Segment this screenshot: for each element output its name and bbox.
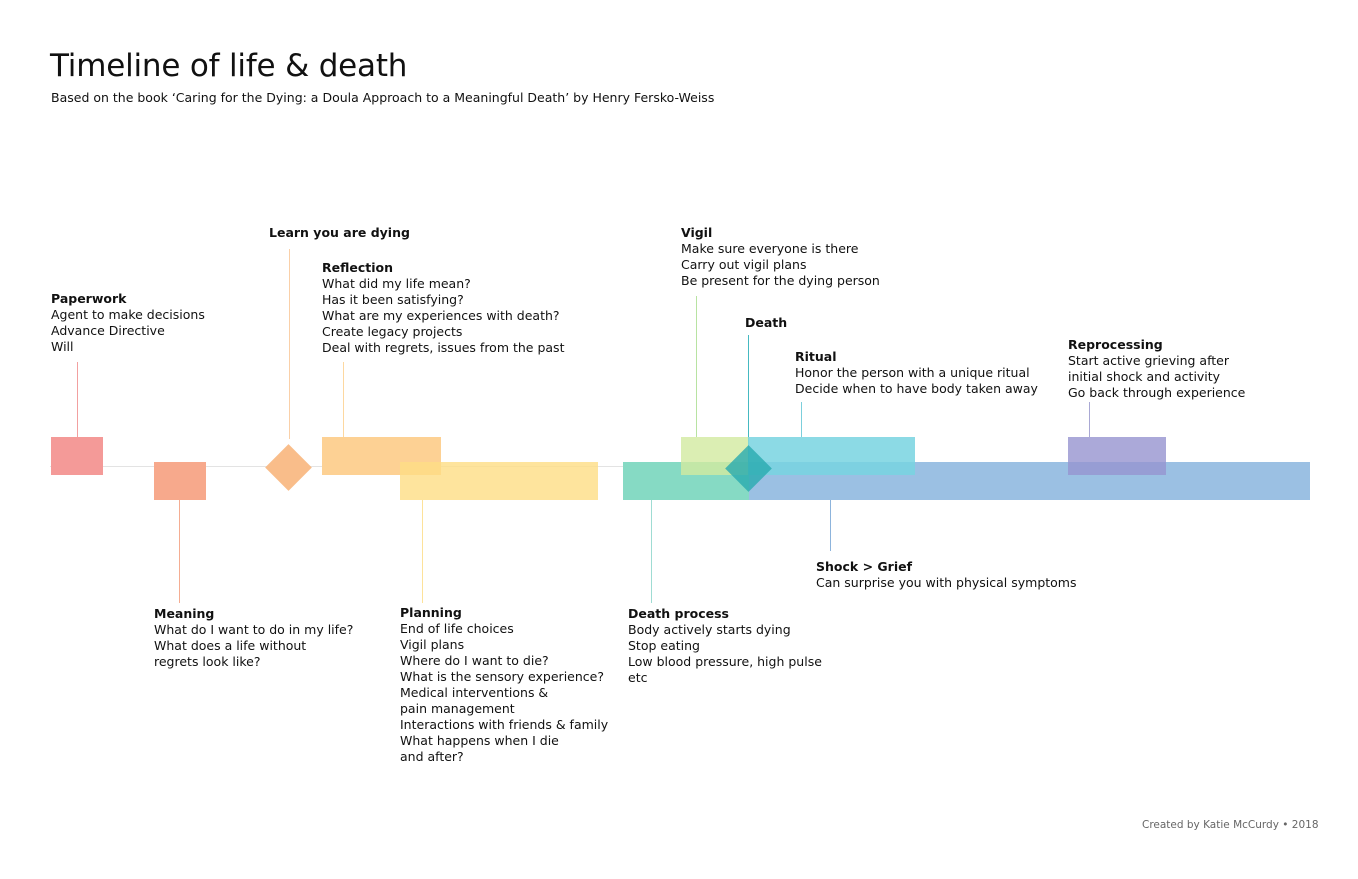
vigil-label: Vigil Make sure everyone is there Carry … [681,225,880,289]
death-process-label: Death process Body actively starts dying… [628,606,822,686]
death-heading: Death [745,315,788,330]
ritual-label: Ritual Honor the person with a unique ri… [795,349,1038,397]
learn-dying-label: Learn you are dying [269,225,410,241]
meaning-line: regrets look like? [154,654,261,669]
meaning-label: Meaning What do I want to do in my life?… [154,606,353,670]
page-title: Timeline of life & death [50,48,408,84]
ritual-stem [801,402,802,437]
planning-line: Where do I want to die? [400,653,549,668]
reflection-line: Has it been satisfying? [322,292,464,307]
planning-heading: Planning [400,605,462,620]
paperwork-line: Agent to make decisions [51,307,205,322]
reprocessing-line: Go back through experience [1068,385,1246,400]
planning-label: Planning End of life choices Vigil plans… [400,605,608,765]
planning-line: Medical interventions & [400,685,549,700]
learn-dying-stem [289,249,290,439]
death-label: Death [745,315,787,331]
vigil-line: Make sure everyone is there [681,241,859,256]
death-process-line: Low blood pressure, high pulse [628,654,822,669]
reprocessing-stem [1089,402,1090,437]
planning-line: Vigil plans [400,637,465,652]
page-subtitle: Based on the book ‘Caring for the Dying:… [51,90,715,105]
paperwork-heading: Paperwork [51,291,127,306]
shock-grief-label: Shock > Grief Can surprise you with phys… [816,559,1077,591]
meaning-stem [179,500,180,603]
learn-dying-heading: Learn you are dying [269,225,410,240]
planning-bar [400,462,598,500]
planning-line: pain management [400,701,515,716]
planning-stem [422,500,423,603]
reflection-line: What are my experiences with death? [322,308,560,323]
meaning-bar [154,462,206,500]
vigil-line: Carry out vigil plans [681,257,807,272]
paperwork-line: Will [51,339,74,354]
reflection-heading: Reflection [322,260,394,275]
shock-grief-stem [830,500,831,551]
death-process-stem [651,500,652,603]
vigil-heading: Vigil [681,225,713,240]
reflection-label: Reflection What did my life mean? Has it… [322,260,564,356]
shock-grief-line: Can surprise you with physical symptoms [816,575,1077,590]
paperwork-line: Advance Directive [51,323,165,338]
planning-line: End of life choices [400,621,514,636]
paperwork-stem [77,362,78,437]
reprocessing-heading: Reprocessing [1068,337,1163,352]
shock-grief-heading: Shock > Grief [816,559,913,574]
ritual-heading: Ritual [795,349,837,364]
vigil-stem [696,296,697,437]
meaning-line: What does a life without [154,638,307,653]
planning-line: What happens when I die [400,733,559,748]
reprocessing-line: Start active grieving after [1068,353,1229,368]
death-process-heading: Death process [628,606,729,621]
paperwork-bar [51,437,103,475]
death-process-line: Body actively starts dying [628,622,791,637]
reflection-line: What did my life mean? [322,276,471,291]
vigil-line: Be present for the dying person [681,273,880,288]
death-process-line: etc [628,670,648,685]
credit-text: Created by Katie McCurdy • 2018 [1142,819,1319,831]
ritual-bar [748,437,915,475]
meaning-line: What do I want to do in my life? [154,622,354,637]
reflection-line: Deal with regrets, issues from the past [322,340,565,355]
planning-line: What is the sensory experience? [400,669,604,684]
reprocessing-bar [1068,437,1166,475]
ritual-line: Decide when to have body taken away [795,381,1038,396]
death-stem [748,335,749,463]
planning-line: and after? [400,749,464,764]
reprocessing-label: Reprocessing Start active grieving after… [1068,337,1245,401]
ritual-line: Honor the person with a unique ritual [795,365,1030,380]
meaning-heading: Meaning [154,606,215,621]
planning-line: Interactions with friends & family [400,717,609,732]
death-process-line: Stop eating [628,638,700,653]
reprocessing-line: initial shock and activity [1068,369,1221,384]
reflection-stem [343,362,344,437]
learn-dying-marker [265,444,312,491]
paperwork-label: Paperwork Agent to make decisions Advanc… [51,291,205,355]
reflection-line: Create legacy projects [322,324,463,339]
